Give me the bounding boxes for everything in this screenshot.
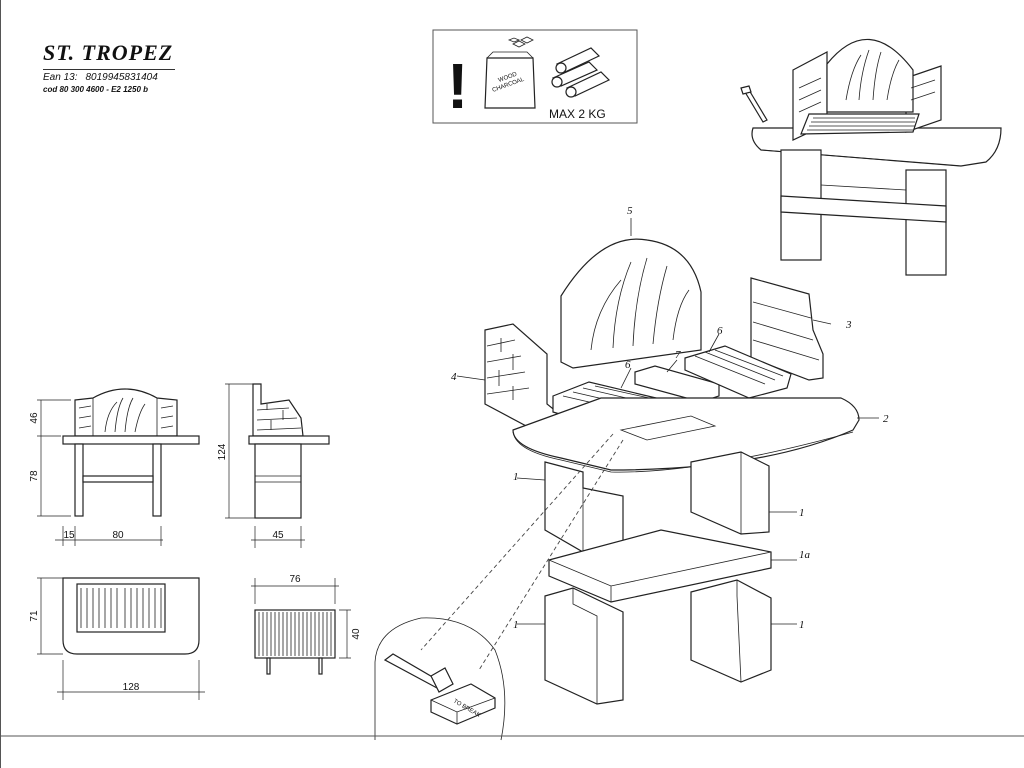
dim-grill-width: 76 — [289, 574, 301, 585]
label-part-4: 4 — [451, 371, 457, 383]
label-part-3: 3 — [845, 319, 852, 331]
label-part-6-right: 6 — [717, 325, 723, 337]
label-part-1-upper-left: 1 — [513, 471, 519, 483]
dim-side-height: 124 — [217, 443, 228, 460]
title-underline — [43, 69, 175, 70]
product-title: ST. TROPEZ — [43, 40, 174, 65]
brush-icon — [740, 85, 768, 123]
label-part-7: 7 — [675, 349, 681, 361]
hammer-icon — [383, 653, 454, 693]
dim-top-width: 128 — [123, 682, 140, 693]
part-6-grill-right — [684, 345, 792, 399]
max-load-label: MAX 2 KG — [549, 107, 606, 121]
cod-label: cod — [43, 85, 58, 94]
dim-front-width-side: 15 — [63, 530, 75, 541]
ean-line: Ean 13: 8019945831404 — [43, 72, 175, 84]
ean-value: 8019945831404 — [85, 72, 158, 83]
part-5-back-panel — [560, 238, 702, 369]
revision-code: - E2 1250 b — [106, 85, 149, 94]
part-1-lower-leg-left — [544, 587, 624, 705]
part-2-table-top — [512, 397, 860, 473]
cod-line: cod 80 300 4600 - E2 1250 b — [43, 84, 175, 96]
to-break-detail: TO BREAK — [374, 617, 506, 741]
label-part-6-left: 6 — [625, 359, 631, 371]
dim-front-width-main: 80 — [112, 530, 124, 541]
charcoal-bag-icon: WOOD CHARCOAL — [484, 36, 536, 109]
label-part-5: 5 — [627, 205, 633, 217]
part-1-upper-leg-left — [544, 461, 624, 561]
part-7-grill-middle — [634, 365, 720, 403]
wood-logs-icon — [551, 47, 611, 98]
dim-grill-depth: 40 — [351, 628, 362, 640]
label-part-2: 2 — [883, 413, 889, 425]
label-part-1-lower-left: 1 — [513, 619, 519, 631]
dim-top-depth: 71 — [29, 610, 40, 622]
top-view: 71 128 — [29, 577, 205, 700]
dim-front-height-top: 46 — [29, 412, 40, 424]
side-view: 124 45 — [217, 383, 330, 548]
dim-side-depth: 45 — [272, 530, 284, 541]
warning-exclamation: ! — [447, 50, 468, 122]
front-view: 46 78 15 80 — [29, 388, 200, 546]
assembled-barbecue-view — [740, 38, 1002, 276]
part-1-lower-leg-right — [690, 579, 772, 683]
part-1-upper-leg-right — [690, 451, 770, 535]
exploded-view: 5 4 3 2 6 6 7 1 1 1a 1 1 — [420, 205, 889, 705]
warning-box: ! WOOD CHARCOAL MAX 2 KG — [432, 29, 638, 124]
cod-value: 80 300 4600 — [59, 85, 104, 94]
label-part-1-lower-right: 1 — [799, 619, 805, 631]
title-block: ST. TROPEZ Ean 13: 8019945831404 cod 80 3… — [43, 40, 175, 96]
dim-front-height-bottom: 78 — [29, 470, 40, 482]
label-part-1-upper-right: 1 — [799, 507, 805, 519]
part-1a-shelf — [548, 529, 772, 603]
label-part-1a: 1a — [799, 549, 811, 561]
ean-label: Ean 13: — [43, 72, 78, 83]
grill-plan-view: 76 40 — [251, 574, 362, 675]
